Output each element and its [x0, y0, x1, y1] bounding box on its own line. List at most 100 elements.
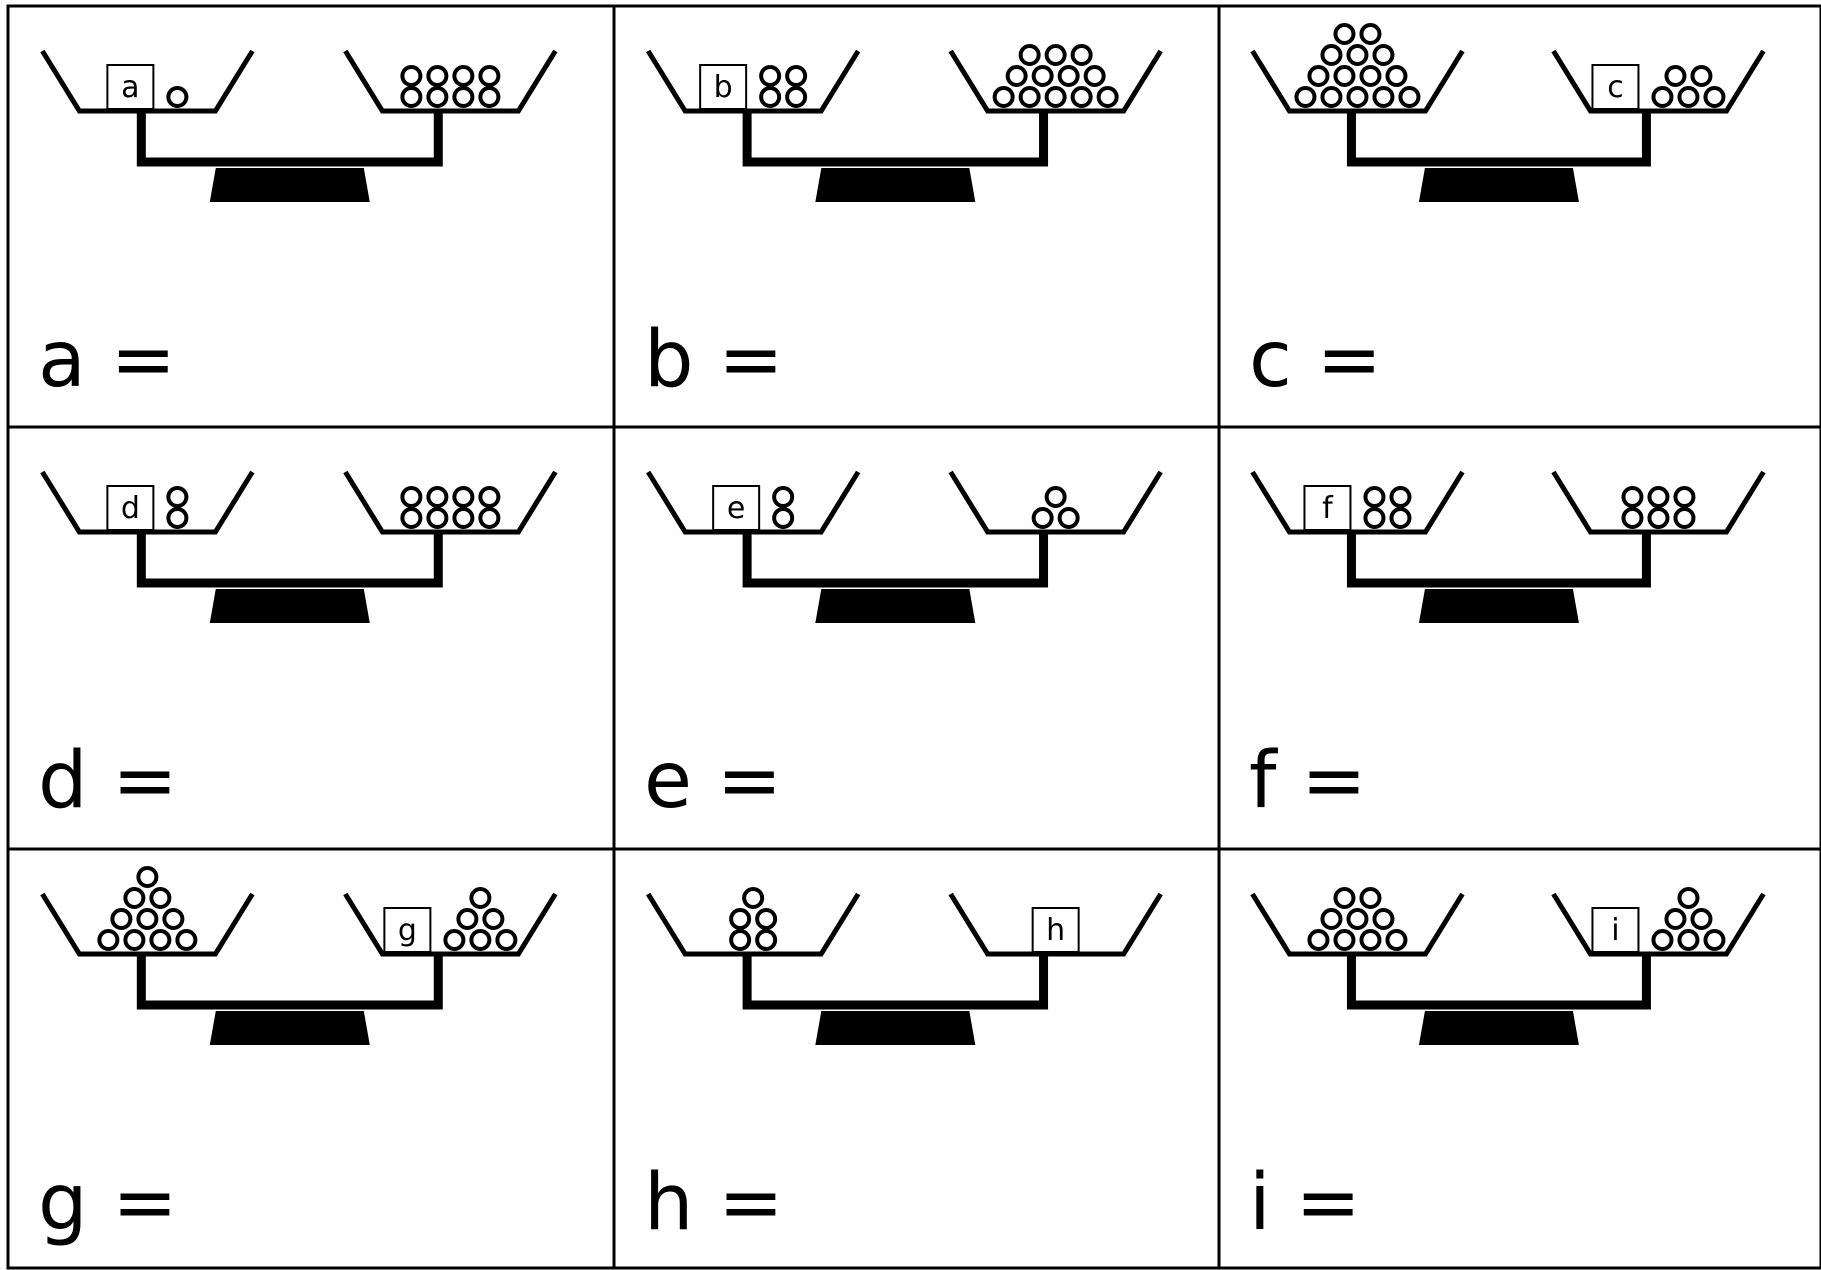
- right-pan: [345, 472, 555, 532]
- counter-ball: [1679, 931, 1697, 949]
- counter-ball: [402, 88, 420, 106]
- counter-ball: [125, 889, 143, 907]
- counter-ball: [402, 67, 420, 85]
- equation-label: c =: [1249, 315, 1382, 405]
- counter-ball: [454, 88, 472, 106]
- counter-ball: [1400, 88, 1418, 106]
- scale-beam: [141, 954, 438, 1005]
- scale-beam: [747, 532, 1043, 583]
- counter-ball: [1021, 88, 1039, 106]
- counter-ball: [1387, 931, 1405, 949]
- equation-label: b =: [644, 315, 784, 405]
- variable-box-label: f: [1322, 491, 1334, 526]
- variable-box-label: d: [121, 491, 140, 526]
- counter-ball: [1365, 488, 1383, 506]
- counter-ball: [151, 931, 169, 949]
- counter-ball: [454, 488, 472, 506]
- counter-ball: [1335, 67, 1353, 85]
- counter-ball: [757, 910, 775, 928]
- counter-ball: [1675, 509, 1693, 527]
- counter-ball: [1060, 509, 1078, 527]
- puzzle-cell-d: dd =: [38, 472, 555, 826]
- counter-ball: [774, 488, 792, 506]
- counter-ball: [1692, 67, 1710, 85]
- puzzle-cell-e: ee =: [644, 472, 1161, 826]
- counter-ball: [1348, 46, 1366, 64]
- counter-ball: [428, 88, 446, 106]
- right-pan: c: [1553, 51, 1763, 111]
- scale-beam: [1351, 954, 1646, 1005]
- counter-ball: [1387, 67, 1405, 85]
- counter-ball: [480, 509, 498, 527]
- counter-ball: [164, 910, 182, 928]
- scale-base: [815, 168, 975, 202]
- counter-ball: [445, 931, 463, 949]
- counter-ball: [1086, 67, 1104, 85]
- counter-ball: [497, 931, 515, 949]
- equation-label: h =: [644, 1158, 784, 1248]
- counter-ball: [99, 931, 117, 949]
- counter-ball: [402, 488, 420, 506]
- scale-base: [210, 589, 370, 623]
- counter-ball: [1705, 931, 1723, 949]
- counter-ball: [1666, 67, 1684, 85]
- variable-box-label: h: [1046, 913, 1065, 948]
- counter-ball: [1034, 67, 1052, 85]
- counter-ball: [138, 868, 156, 886]
- counter-ball: [484, 910, 502, 928]
- counter-ball: [731, 910, 749, 928]
- counter-ball: [1649, 509, 1667, 527]
- left-pan: [1252, 889, 1462, 954]
- counter-ball: [480, 88, 498, 106]
- equation-label: g =: [38, 1158, 178, 1248]
- counter-ball: [1309, 931, 1327, 949]
- counter-ball: [1060, 67, 1078, 85]
- counter-ball: [744, 889, 762, 907]
- counter-ball: [1675, 488, 1693, 506]
- scale-base: [1419, 168, 1579, 202]
- counter-ball: [402, 509, 420, 527]
- counter-ball: [428, 67, 446, 85]
- counter-ball: [761, 67, 779, 85]
- counter-ball: [731, 931, 749, 949]
- variable-box-label: i: [1611, 913, 1619, 948]
- variable-box-label: g: [398, 913, 417, 948]
- left-pan-outline: [648, 51, 858, 111]
- counter-ball: [480, 488, 498, 506]
- counter-ball: [480, 67, 498, 85]
- scale-base: [210, 168, 370, 202]
- counter-ball: [1692, 910, 1710, 928]
- counter-ball: [761, 88, 779, 106]
- left-pan: [648, 889, 858, 954]
- scale-base: [815, 1011, 975, 1045]
- counter-ball: [428, 509, 446, 527]
- right-pan: i: [1553, 889, 1763, 954]
- counter-ball: [1034, 509, 1052, 527]
- counter-ball: [787, 67, 805, 85]
- right-pan: [1553, 472, 1763, 532]
- counter-ball: [1374, 88, 1392, 106]
- counter-ball: [471, 931, 489, 949]
- counter-ball: [1679, 88, 1697, 106]
- scale-base: [210, 1011, 370, 1045]
- puzzle-cell-a: aa =: [38, 51, 555, 405]
- left-pan: d: [42, 472, 252, 532]
- counter-ball: [1335, 931, 1353, 949]
- puzzle-cell-g: g g =: [38, 868, 555, 1248]
- counter-ball: [1361, 931, 1379, 949]
- counter-ball: [1679, 889, 1697, 907]
- counter-ball: [168, 88, 186, 106]
- counter-ball: [1705, 88, 1723, 106]
- counter-ball: [1335, 889, 1353, 907]
- scale-base: [815, 589, 975, 623]
- counter-ball: [112, 910, 130, 928]
- scale-beam: [141, 532, 438, 583]
- counter-ball: [1021, 46, 1039, 64]
- counter-ball: [1391, 488, 1409, 506]
- puzzle-cell-b: bb =: [644, 46, 1161, 405]
- counter-ball: [1309, 67, 1327, 85]
- counter-ball: [151, 889, 169, 907]
- variable-box-label: c: [1607, 70, 1624, 105]
- scale-beam: [1351, 111, 1646, 162]
